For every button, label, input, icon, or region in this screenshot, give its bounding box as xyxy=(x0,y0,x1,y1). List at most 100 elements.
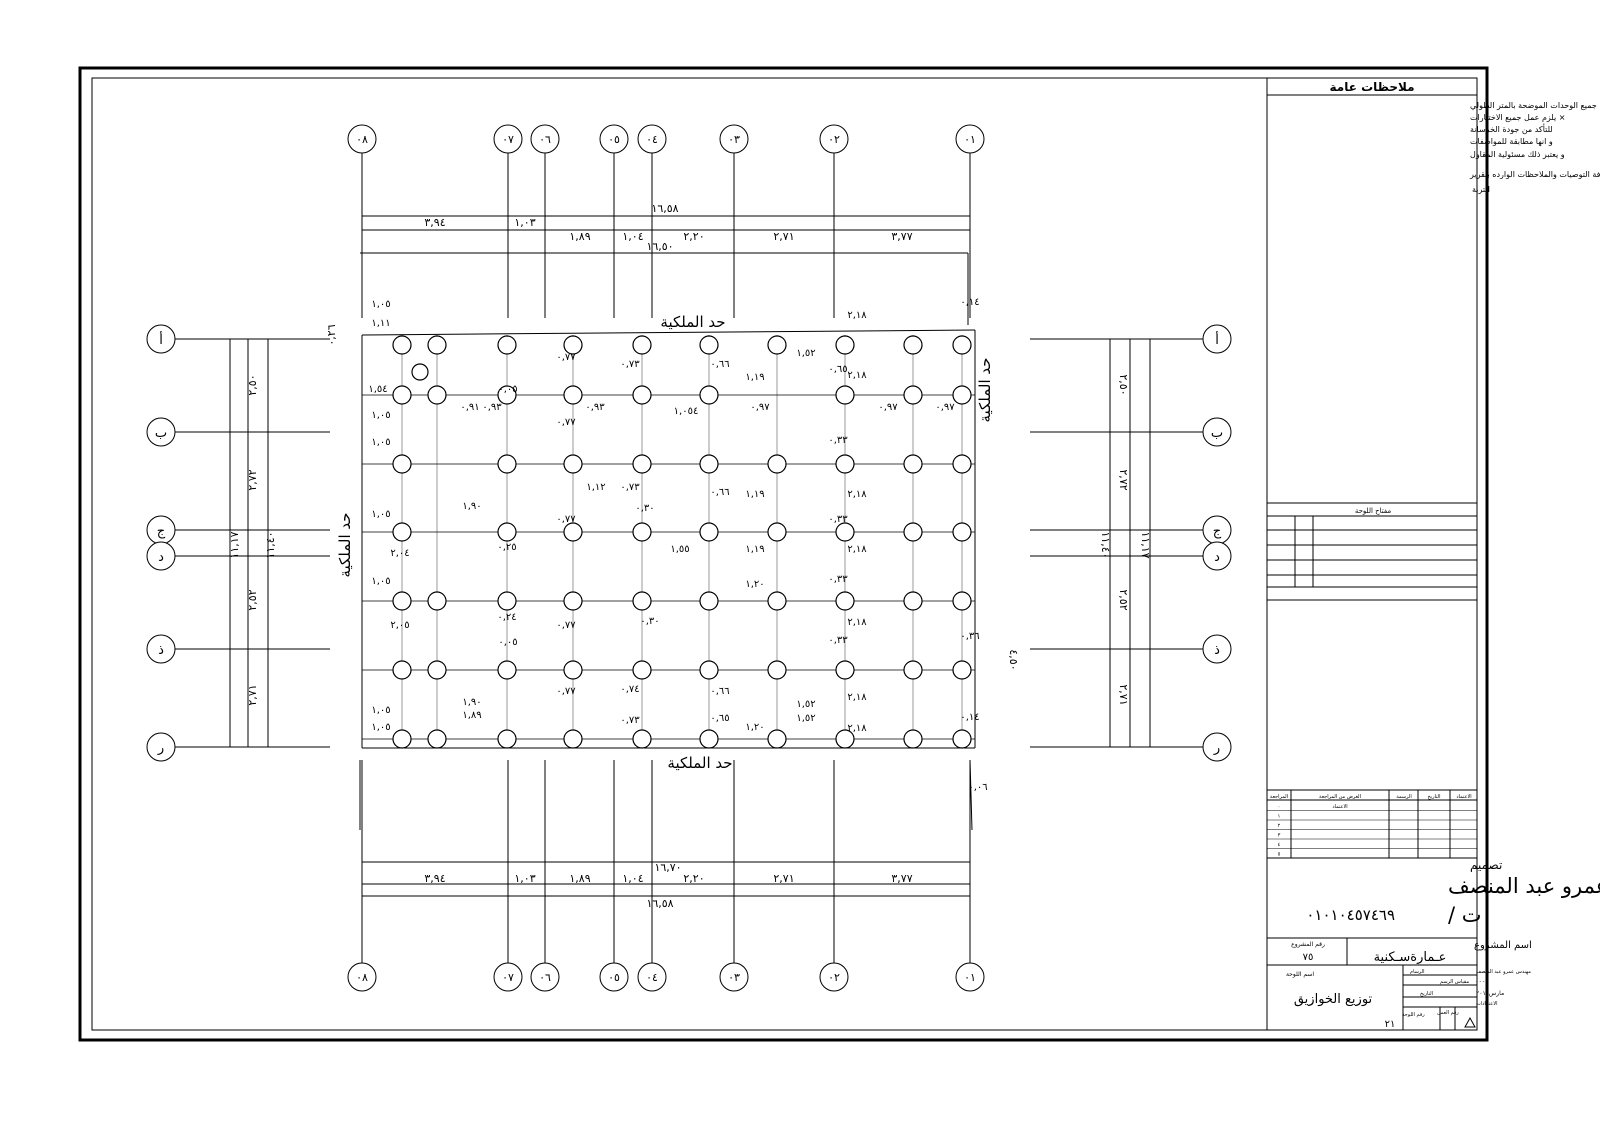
grid-bubble-label: ٠٤ xyxy=(646,133,658,146)
grid-bubble-label: ب xyxy=(155,426,167,441)
grid-bubble-label: ٠٧ xyxy=(502,971,514,984)
pile xyxy=(632,385,652,405)
pile-dimension-text: ٠,٠٥ xyxy=(498,384,517,395)
pile xyxy=(699,385,719,405)
grid-bubble-column xyxy=(347,124,377,154)
pile xyxy=(767,591,787,611)
note-item: التربة xyxy=(1472,185,1490,194)
pile xyxy=(903,385,923,405)
pile-dimension-text: ٢,١٨ xyxy=(847,544,867,555)
grid-bubble-row xyxy=(146,634,176,664)
revision-number: ٤ xyxy=(1278,842,1281,848)
dimension-text: ٢,٧١ xyxy=(246,684,259,705)
job-no-label: رقم العمل xyxy=(1437,1010,1459,1016)
dimension-text: ١٦,٥٠ xyxy=(646,240,673,253)
pile xyxy=(497,385,517,405)
pile-dimension-text: ٠,٧٧ xyxy=(556,352,576,363)
pile xyxy=(632,335,652,355)
revision-purpose: الاعتماد xyxy=(1332,804,1347,810)
pile xyxy=(427,729,447,749)
project-name-label: اسم المشروع xyxy=(1474,940,1532,951)
pile xyxy=(411,363,429,381)
pile-dimension-text: ١,٠٥ xyxy=(371,437,390,448)
pile-dimension-text: ٢,٠٥ xyxy=(390,620,409,631)
sheet-name: توزيع الخوازيق xyxy=(1294,992,1373,1007)
pile xyxy=(903,522,923,542)
pile-dimension-text: ١,٥٢ xyxy=(796,699,815,710)
pile-dimension-text: ١,٠٥ xyxy=(371,722,390,733)
pile xyxy=(767,729,787,749)
grid-bubble-label: ٠٤ xyxy=(646,971,658,984)
pile xyxy=(632,729,652,749)
pile xyxy=(392,729,412,749)
project-name: عـمارةسـكنية xyxy=(1374,950,1447,965)
pile xyxy=(767,522,787,542)
pile xyxy=(903,729,923,749)
grid-bubble-label: ٠٦ xyxy=(539,971,551,984)
notes-title: ملاحظات عامة xyxy=(1329,80,1414,94)
pile-dimension-text: ٠,٣٠ xyxy=(640,616,659,627)
pile-dimension-text: ٠,٩٣ xyxy=(585,402,605,413)
dimension-text: ٢,٥٠ xyxy=(1117,374,1130,395)
pile-dimension-text: ٠,٩٧ xyxy=(750,402,770,413)
note-item: و انها مطابقة للمواصفات xyxy=(1470,137,1553,146)
pile-dimension-text: ٠,٧٧ xyxy=(556,620,576,631)
pile-dimension-text: ٠,٧٤ xyxy=(620,684,639,695)
grid-bubble-column xyxy=(493,124,523,154)
pile-dimension-text: ١,٩٠ xyxy=(462,501,481,512)
pile xyxy=(563,729,583,749)
pile xyxy=(392,454,412,474)
pile-dimension-text: ٠,٢٥ xyxy=(497,542,516,553)
pile xyxy=(497,591,517,611)
pile xyxy=(835,454,855,474)
pile-dimension-text: ١,٢٠ xyxy=(745,722,764,733)
grid-bubble-row xyxy=(1202,541,1232,571)
revision-number: ٠ xyxy=(1278,804,1281,810)
property-line-label-bottom: حد الملكية xyxy=(667,754,732,772)
revision-number: ٢ xyxy=(1278,823,1281,829)
dimension-text: ٢,٧٢ xyxy=(1117,469,1130,490)
pile xyxy=(952,729,972,749)
grid-bubble-column xyxy=(637,124,667,154)
sheet-no-label: رقم اللوحة xyxy=(1402,1012,1425,1018)
pile-dimension-text: ٠,٦٦ xyxy=(710,359,729,370)
grid-bubble-column xyxy=(530,124,560,154)
sheet-name-label: اسم اللوحة xyxy=(1286,971,1314,978)
pile-dimension-text: ٠,٢٤ xyxy=(497,612,516,623)
grid-bubble-label: ذ xyxy=(1214,643,1220,658)
dimension-text: ١,٠٣ xyxy=(514,872,535,885)
pile-dimension-text: ٠,٧٣ xyxy=(620,359,640,370)
drawing-key-title: مفتاح اللوحة xyxy=(1355,507,1392,515)
revision-header: المراجعة xyxy=(1270,794,1288,800)
pile xyxy=(563,335,583,355)
grid-bubble-row xyxy=(1202,634,1232,664)
grid-bubble-column xyxy=(719,962,749,992)
project-number-label: رقم المشروع xyxy=(1291,941,1325,948)
scale-label: مقياس الرسم xyxy=(1440,979,1469,985)
dimension-text: ١٦,٧٠ xyxy=(654,861,681,874)
dimension-text: ٢,٧١ xyxy=(773,872,794,885)
pile-dimension-text: ١,١١ xyxy=(371,318,390,329)
grid-bubble-label: ر xyxy=(157,741,164,756)
outer-frame xyxy=(78,66,1489,1042)
pile-dimension-text: ٠,٠٥ xyxy=(498,637,517,648)
pile xyxy=(632,522,652,542)
revision-header: الاعتماد xyxy=(1456,794,1471,800)
pile-dimension-text: ١,٠٥ xyxy=(371,705,390,716)
pile-dimension-text: ٢,١٨ xyxy=(847,370,867,381)
grid-bubble-label: ج xyxy=(157,524,166,539)
pile-dimension-text: ٢,١٨ xyxy=(847,489,867,500)
pile xyxy=(835,591,855,611)
note-item: × جميع الوحدات الموضحة بالمتر الطولي xyxy=(1470,101,1600,110)
pile xyxy=(427,660,447,680)
pile-dimension-text: ١,٨٩ xyxy=(462,710,481,721)
dimension-line xyxy=(969,759,973,831)
dimension-text: ١,٠٣ xyxy=(514,216,535,229)
dimension-text: ٣,٩٤ xyxy=(424,216,445,229)
pile-dimension-text: ١,٠٥ xyxy=(371,299,390,310)
grid-bubble-label: د xyxy=(158,550,164,565)
dimension-text: ٢,٥٢ xyxy=(1117,589,1130,610)
project-number: ٧٥ xyxy=(1303,952,1314,963)
pile xyxy=(632,591,652,611)
